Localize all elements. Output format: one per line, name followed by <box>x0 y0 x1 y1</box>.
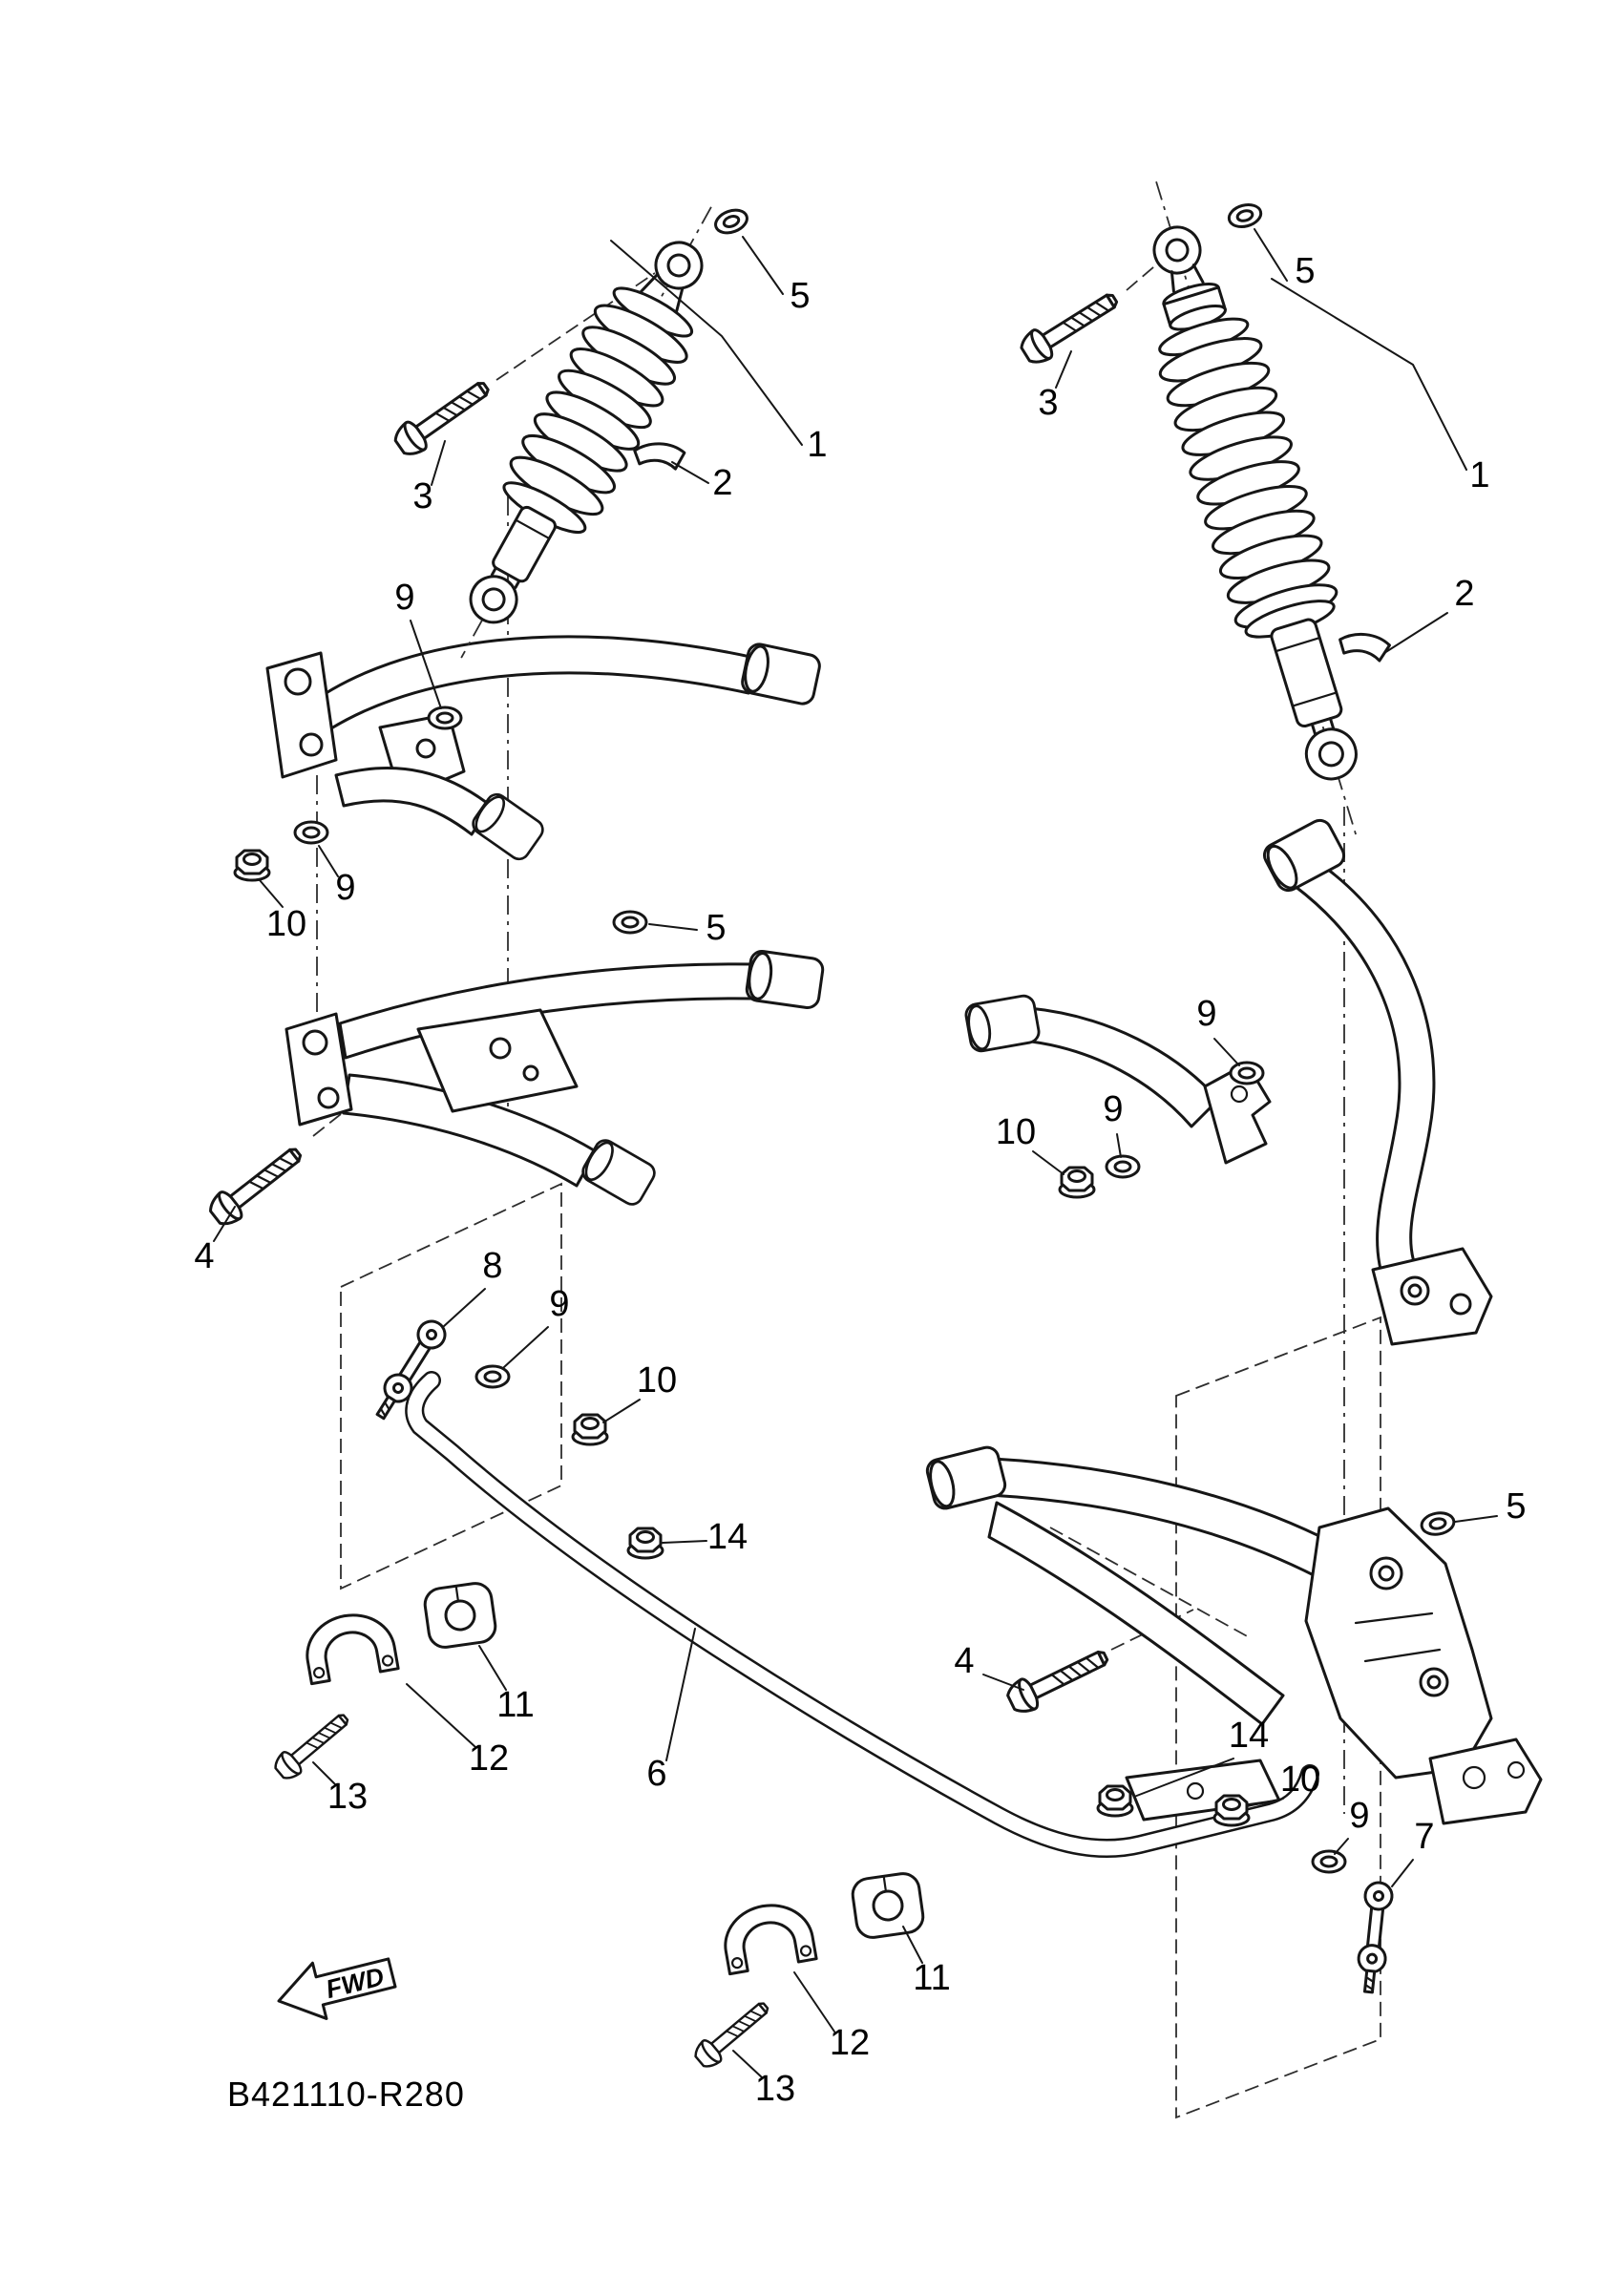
callout-9-a: 9 <box>394 578 414 618</box>
bushing-11-right <box>849 1869 927 1942</box>
washer-5-right <box>1418 1508 1458 1539</box>
drawing-code: B421110-R280 <box>227 2075 465 2114</box>
washer-5-top-right <box>1225 200 1265 232</box>
clamp-12-right <box>717 1897 818 1976</box>
callout-13-left: 13 <box>327 1777 368 1817</box>
callout-7: 7 <box>1414 1817 1434 1857</box>
spring-clip-2-right <box>1336 627 1393 664</box>
callouts: 5 3 2 1 9 10 9 5 4 8 9 10 14 11 12 13 6 … <box>194 251 1526 2109</box>
callout-11-right: 11 <box>913 1958 950 1998</box>
callout-10-d: 10 <box>1280 1759 1320 1800</box>
stabilizer-link-7 <box>1354 1880 1395 1995</box>
callout-2-right: 2 <box>1454 574 1474 614</box>
washer-9-b <box>293 820 329 845</box>
callout-9-d: 9 <box>1196 994 1216 1034</box>
washer-9-f <box>1311 1849 1347 1874</box>
fwd-arrow: FWD <box>277 1957 397 2020</box>
left-upper-arm <box>265 635 824 865</box>
callout-9-f: 9 <box>1349 1796 1369 1836</box>
washer-9-d <box>1229 1061 1265 1085</box>
callout-1-right: 1 <box>1469 455 1489 495</box>
callout-10-b: 10 <box>637 1360 677 1401</box>
nut-10-a <box>233 849 271 882</box>
washer-5-mid-left <box>612 910 648 935</box>
callout-3-right: 3 <box>1038 383 1058 423</box>
bolt-4-right <box>1002 1640 1114 1718</box>
callout-14-b: 14 <box>1229 1716 1269 1756</box>
callout-12-right: 12 <box>830 2023 870 2063</box>
nut-10-c <box>1058 1166 1096 1199</box>
callout-10-c: 10 <box>996 1112 1036 1152</box>
left-lower-arm <box>285 948 826 1210</box>
nut-14-a <box>626 1527 664 1560</box>
callout-9-b: 9 <box>335 868 355 908</box>
right-shock-absorber <box>1152 181 1358 835</box>
callout-9-c: 9 <box>549 1284 569 1324</box>
callout-14-a: 14 <box>707 1517 748 1557</box>
stabilizer-bar <box>405 1371 1319 1859</box>
callout-6: 6 <box>646 1754 666 1794</box>
callout-5-top-left: 5 <box>790 276 810 316</box>
nut-10-b <box>571 1413 609 1446</box>
callout-4-left: 4 <box>194 1236 214 1276</box>
callout-4-right: 4 <box>954 1641 974 1681</box>
bolt-13-right <box>689 1994 776 2073</box>
callout-13-right: 13 <box>755 2069 795 2109</box>
callout-5-mid-left: 5 <box>706 908 726 948</box>
left-shock-absorber <box>460 206 712 659</box>
fwd-label: FWD <box>323 1962 387 2004</box>
callout-9-e: 9 <box>1103 1089 1123 1129</box>
callout-8: 8 <box>482 1246 502 1286</box>
washer-9-a <box>427 706 463 730</box>
callout-12-left: 12 <box>469 1738 509 1779</box>
bolt-13-left <box>269 1706 356 1784</box>
callout-10-a: 10 <box>266 904 306 944</box>
washer-9-e <box>1105 1154 1141 1179</box>
bolt-4-left <box>203 1138 310 1232</box>
callout-2-left: 2 <box>712 463 732 503</box>
leader-lines <box>213 228 1498 2078</box>
callout-1-left: 1 <box>807 425 827 465</box>
right-frame-member <box>1258 814 1493 1346</box>
washer-5-top-left <box>710 204 752 239</box>
callout-5-right: 5 <box>1506 1486 1526 1527</box>
bushing-11-left <box>421 1579 499 1652</box>
nut-10-d <box>1212 1794 1251 1827</box>
callout-3-left: 3 <box>412 476 432 516</box>
callout-11-left: 11 <box>496 1685 534 1725</box>
clamp-12-left <box>299 1607 400 1686</box>
callout-5-top-right: 5 <box>1295 251 1315 291</box>
nut-14-b <box>1096 1784 1134 1818</box>
right-lower-arm <box>923 1443 1543 1825</box>
washer-9-c <box>474 1364 511 1389</box>
